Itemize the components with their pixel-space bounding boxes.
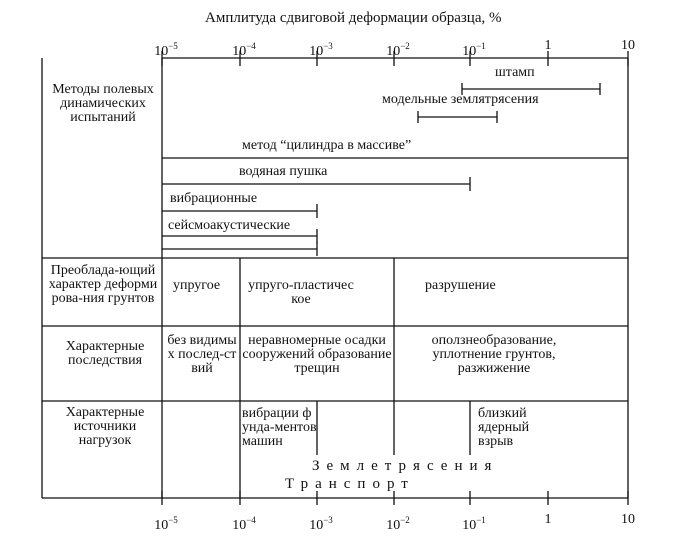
top-tick-label: 10−3	[309, 41, 333, 59]
row-header-sources: Характерные источники нагрузок	[65, 405, 145, 448]
bottom-tick-label: 1	[544, 512, 552, 527]
source-nuclear-blast: близкий ядерный взрыв	[478, 406, 530, 449]
bottom-tick-label: 10−4	[232, 515, 256, 533]
top-tick-label: 10−1	[462, 41, 486, 59]
behavior-elastoplastic: упруго-пластическое	[248, 278, 354, 307]
consequence-none: без видимых послед-ствий	[167, 333, 237, 376]
source-earthquakes: Землетрясения	[312, 458, 499, 474]
method-water-gun-label: водяная пушка	[239, 164, 328, 179]
method-model-earthquakes-label: модельные землятрясения	[382, 92, 539, 107]
method-cylinder-label: метод “цилиндра в массиве”	[242, 138, 412, 153]
consequence-landslides: оползнеобразование, уплотнение грунтов, …	[431, 333, 557, 376]
method-stamp-label: штамп	[495, 65, 535, 80]
top-tick-label: 10−2	[386, 41, 410, 59]
behavior-elastic: упругое	[173, 278, 221, 293]
consequence-settlement: неравномерные осадки сооружений образова…	[242, 333, 392, 376]
top-tick-label: 10−5	[154, 41, 178, 59]
source-transport: Транспорт	[285, 476, 415, 492]
method-seismoacoustic-label: сейсмоакустические	[168, 218, 291, 233]
axis-title: Амплитуда сдвиговой деформации образца, …	[205, 10, 502, 26]
bottom-tick-label: 10	[621, 512, 635, 527]
top-tick-label: 10−4	[232, 41, 256, 59]
top-tick-label: 1	[544, 38, 552, 53]
bottom-tick-label: 10−2	[386, 515, 410, 533]
bottom-tick-label: 10−5	[154, 515, 178, 533]
behavior-failure: разрушение	[425, 278, 496, 293]
row-header-methods: Методы полевых динамических испытаний	[52, 82, 154, 125]
bottom-tick-label: 10−3	[309, 515, 333, 533]
row-header-consequences: Характерные последствия	[65, 339, 145, 368]
bottom-tick-label: 10−1	[462, 515, 486, 533]
row-header-behavior: Преоблада-ющий характер деформирова-ния …	[48, 263, 158, 306]
source-machine-vibration: вибрации фунда-ментов машин	[242, 406, 317, 449]
method-vibration-label: вибрационные	[170, 191, 258, 206]
top-tick-label: 10	[621, 38, 635, 53]
